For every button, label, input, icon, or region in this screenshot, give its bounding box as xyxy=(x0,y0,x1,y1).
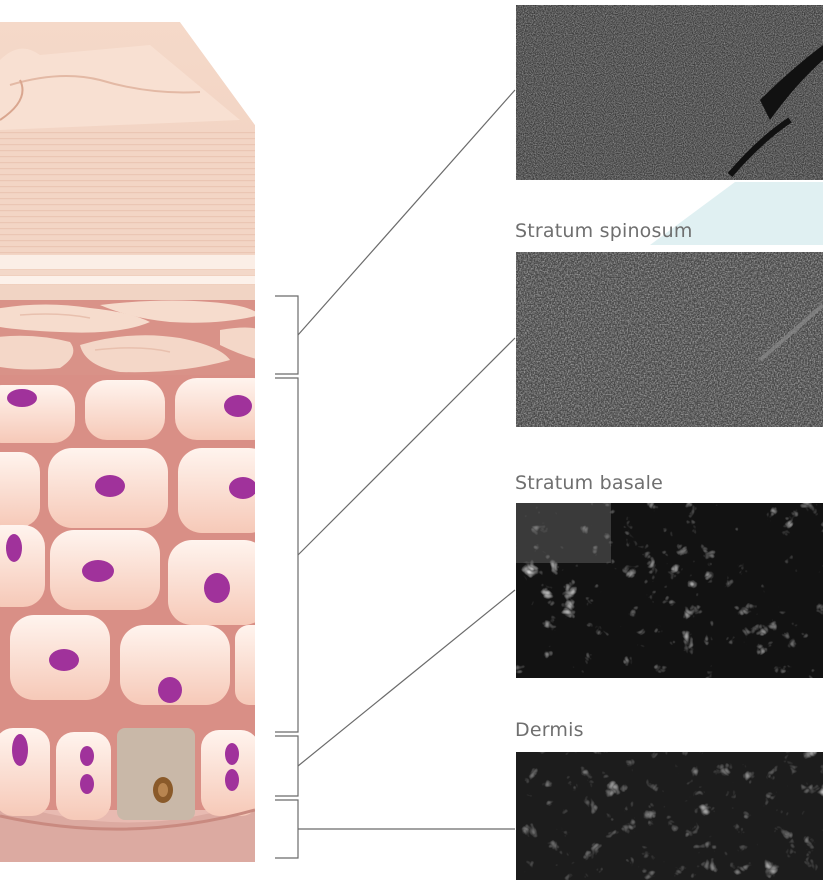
melanocyte-cell xyxy=(117,728,195,820)
label-dermis: Dermis xyxy=(515,719,584,741)
nucleus xyxy=(158,677,182,703)
nucleus xyxy=(204,573,230,603)
stratum-granulosum xyxy=(0,300,260,380)
micrograph-granulosum xyxy=(516,5,823,180)
stratum-basale-cells xyxy=(0,720,259,829)
skin-cross-section xyxy=(0,22,275,862)
connector-lines xyxy=(298,90,515,829)
label-stratum-spinosum: Stratum spinosum xyxy=(515,220,693,242)
stratum-spinosum-cells xyxy=(0,375,275,720)
nucleus xyxy=(7,389,37,407)
layer-brackets xyxy=(275,296,298,858)
nucleus xyxy=(224,395,252,417)
label-stratum-basale: Stratum basale xyxy=(515,472,663,494)
micrograph-spinosum xyxy=(516,252,823,427)
nucleus xyxy=(6,534,22,562)
nucleus xyxy=(95,475,125,497)
nucleus xyxy=(82,560,114,582)
micrograph-dermis xyxy=(516,752,823,880)
nucleus xyxy=(49,649,79,671)
micrograph-basale xyxy=(516,503,823,678)
nucleus xyxy=(229,477,257,499)
